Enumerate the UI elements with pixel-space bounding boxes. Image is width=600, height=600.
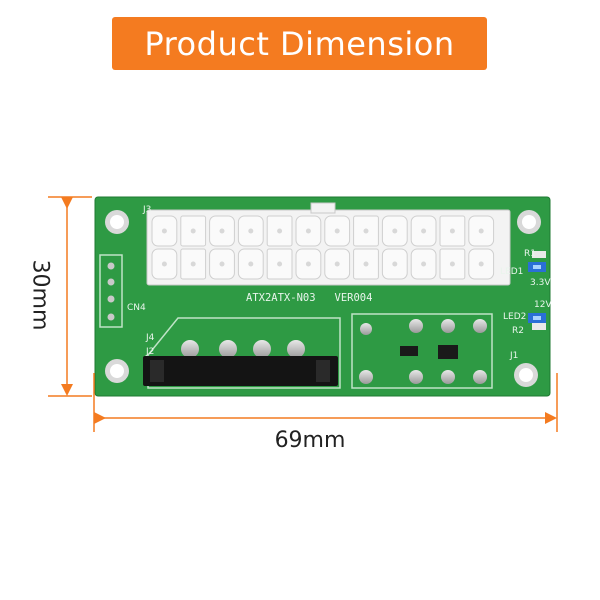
label-cn4: CN4	[127, 303, 146, 313]
label-j4: J4	[145, 333, 155, 343]
mount-hole-top-left	[105, 210, 129, 234]
mount-hole-bottom-left	[105, 359, 129, 383]
connector-pin	[363, 228, 369, 234]
label-33v: 3.3V	[530, 278, 551, 288]
label-j3: J3	[142, 205, 151, 215]
resistor-r2	[532, 323, 546, 330]
mount-hole-bottom-right	[514, 363, 538, 387]
connector-pin	[392, 261, 398, 267]
label-r2: R2	[512, 326, 524, 336]
connector-pin	[277, 261, 283, 267]
sata-connector	[143, 317, 341, 389]
connector-pin	[421, 261, 427, 267]
mounting-holes	[105, 210, 541, 387]
connector-pin	[219, 228, 225, 234]
label-12v: 12V	[534, 300, 552, 310]
mount-hole-top-right	[517, 210, 541, 234]
label-j1: J1	[509, 351, 518, 361]
label-led1: LED1	[500, 267, 523, 277]
label-led2: LED2	[503, 312, 526, 322]
connector-pin	[334, 228, 340, 234]
led2	[528, 313, 546, 323]
title-text: Product Dimension	[144, 24, 455, 63]
title-banner: Product Dimension	[112, 17, 487, 70]
connector-pin	[334, 261, 340, 267]
connector-pin	[190, 261, 196, 267]
label-j2: J2	[145, 347, 154, 357]
height-label: 30mm	[27, 259, 53, 331]
connector-pin	[219, 261, 225, 267]
connector-pin	[277, 228, 283, 234]
connector-pin	[190, 228, 196, 234]
connector-pin	[478, 261, 484, 267]
connector-pin	[161, 261, 167, 267]
atx-24pin-connector	[146, 202, 511, 286]
resistor-r1	[532, 251, 546, 258]
connector-pin	[478, 228, 484, 234]
molex-footprint	[351, 313, 493, 389]
connector-pin	[305, 261, 311, 267]
connector-pin	[305, 228, 311, 234]
connector-pin	[392, 228, 398, 234]
connector-pin	[363, 261, 369, 267]
label-r1: R1	[524, 249, 536, 259]
width-dimension	[93, 373, 558, 432]
connector-pin	[449, 261, 455, 267]
width-label: 69mm	[274, 428, 346, 453]
height-dimension	[48, 196, 92, 397]
led1	[528, 262, 546, 272]
connector-pin	[421, 228, 427, 234]
board-silkscreen: ATX2ATX-N03 VER004	[246, 292, 372, 304]
cn4-header	[99, 254, 123, 328]
connector-pin	[449, 228, 455, 234]
connector-pin	[248, 228, 254, 234]
connector-pin	[248, 261, 254, 267]
connector-pin	[161, 228, 167, 234]
